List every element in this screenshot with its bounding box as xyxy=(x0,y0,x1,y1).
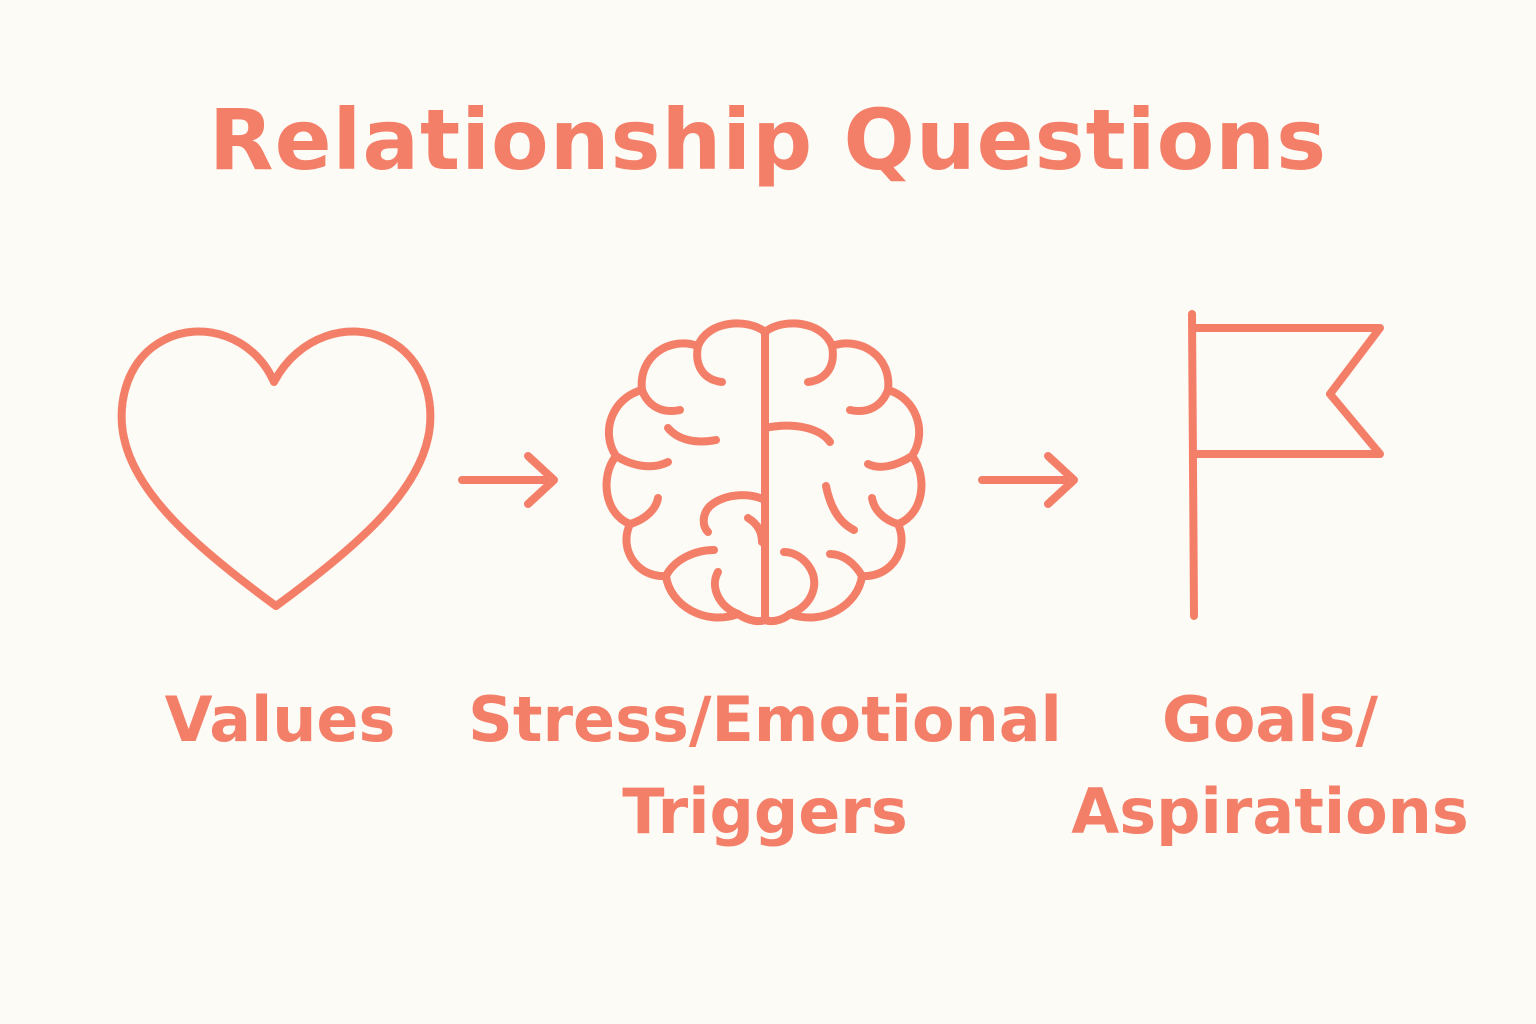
step-label-values: Values xyxy=(120,674,440,766)
step-label-line: Aspirations xyxy=(1071,775,1469,848)
brain-icon xyxy=(598,310,928,630)
step-label-line: Values xyxy=(164,683,396,756)
step-label-line: Triggers xyxy=(622,775,908,848)
step-label-line: Goals/ xyxy=(1161,683,1379,756)
diagram-title: Relationship Questions xyxy=(208,91,1328,189)
step-label-stress-emotional-triggers: Stress/Emotional Triggers xyxy=(450,674,1080,858)
heart-icon xyxy=(114,318,444,618)
arrow-right-icon xyxy=(456,448,564,508)
flag-icon xyxy=(1180,306,1395,624)
arrow-right-icon xyxy=(976,448,1084,508)
step-label-goals-aspirations: Goals/ Aspirations xyxy=(1060,674,1480,858)
step-label-line: Stress/Emotional xyxy=(468,683,1062,756)
